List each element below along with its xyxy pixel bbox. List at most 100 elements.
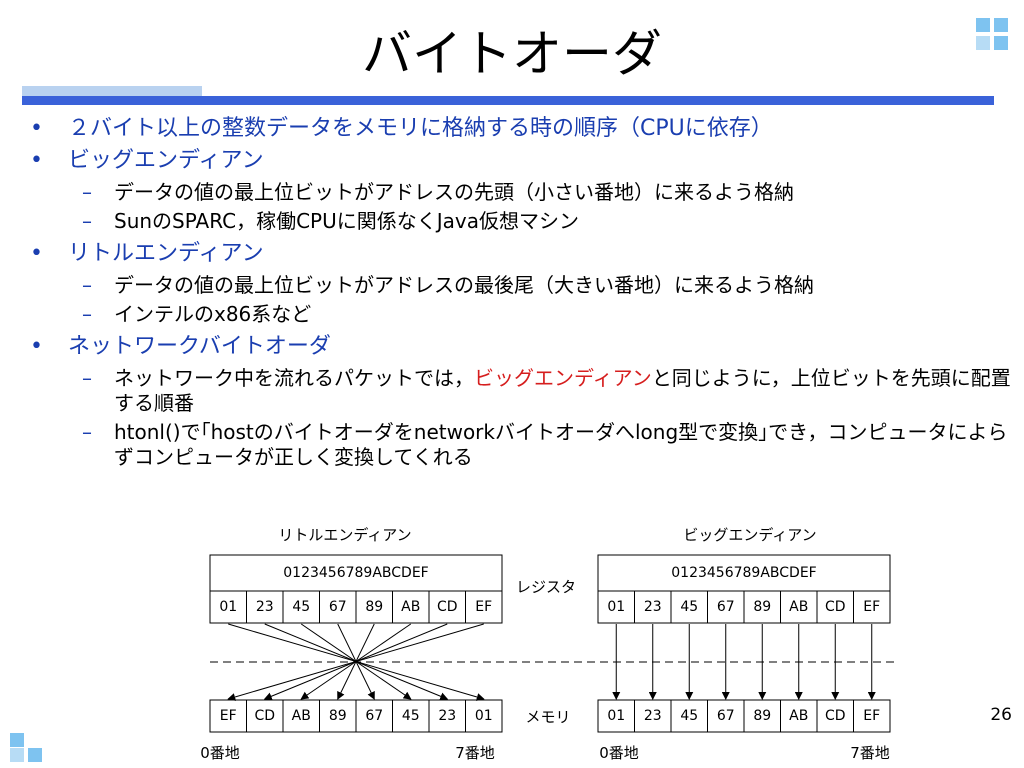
bullet-text: ネットワークバイトオーダ bbox=[68, 334, 331, 359]
sub-item: –ネットワーク中を流れるパケットでは，ビッグエンディアンと同じように，上位ビット… bbox=[68, 366, 1015, 416]
big-register-byte: AB bbox=[789, 599, 808, 615]
little-memory-byte: 89 bbox=[329, 708, 347, 724]
big-register-byte: 01 bbox=[607, 599, 625, 615]
big-register-cell bbox=[597, 590, 635, 624]
big-register-cell bbox=[780, 590, 818, 624]
little-register-byte: 01 bbox=[219, 599, 237, 615]
bullet-list: • ２バイト以上の整数データをメモリに格納する時の順序（CPUに依存） • ビッ… bbox=[30, 113, 1015, 474]
memory-label: メモリ bbox=[525, 708, 570, 726]
big-register-byte: EF bbox=[863, 599, 880, 615]
little-memory-cell bbox=[465, 699, 503, 733]
little-memory-cell bbox=[428, 699, 466, 733]
register-label: レジスタ bbox=[516, 578, 576, 596]
big-memory-byte: EF bbox=[863, 708, 880, 724]
sub-item-text: ネットワーク中を流れるパケットでは， bbox=[114, 366, 474, 390]
big-register-cell bbox=[634, 590, 672, 624]
little-register-cell bbox=[209, 590, 247, 624]
address-end-little: 7番地 bbox=[455, 744, 495, 762]
deco-square bbox=[28, 748, 42, 762]
big-memory-cell bbox=[597, 699, 635, 733]
sub-item-text: データの値の最上位ビットがアドレスの先頭（小さい番地）に来るよう格納 bbox=[114, 180, 794, 204]
bullet-item: • ネットワークバイトオーダ – ネットワーク中を流れるパケットでは，ビッグエンデ… bbox=[30, 331, 1015, 470]
bullet-item: • ビッグエンディアン –データの値の最上位ビットがアドレスの先頭（小さい番地）… bbox=[30, 145, 1015, 234]
deco-square bbox=[994, 36, 1008, 50]
little-memory-cell bbox=[319, 699, 357, 733]
title-underline-accent bbox=[22, 86, 202, 96]
little-endian-title: リトルエンディアン bbox=[278, 526, 411, 544]
sub-item: –データの値の最上位ビットがアドレスの先頭（小さい番地）に来るよう格納 bbox=[68, 180, 1015, 205]
little-memory-cell bbox=[246, 699, 284, 733]
big-memory-byte: 45 bbox=[680, 708, 698, 724]
sub-item: –SunのSPARC，稼働CPUに関係なくJava仮想マシン bbox=[68, 209, 1015, 234]
deco-square bbox=[10, 748, 24, 762]
bullet-text: ２バイト以上の整数データをメモリに格納する時の順序（CPUに依存） bbox=[68, 116, 773, 141]
sub-item-text: htonl()で｢hostのバイトオーダをnetworkバイトオーダへlong型… bbox=[114, 420, 1008, 469]
little-register-cell bbox=[282, 590, 320, 624]
big-register-byte: CD bbox=[825, 599, 846, 615]
deco-square bbox=[976, 36, 990, 50]
little-memory-cell bbox=[282, 699, 320, 733]
address-start-little: 0番地 bbox=[200, 744, 240, 762]
sub-item-text: と同じように，上位ビットを先頭に配置する順番 bbox=[114, 366, 1011, 415]
bullet-dot-icon: • bbox=[30, 116, 43, 141]
sub-item: –データの値の最上位ビットがアドレスの最後尾（大きい番地）に来るよう格納 bbox=[68, 273, 1015, 298]
bullet-dot-icon: • bbox=[30, 334, 43, 359]
sub-list: –データの値の最上位ビットがアドレスの最後尾（大きい番地）に来るよう格納 –イン… bbox=[68, 273, 1015, 327]
big-register-cell bbox=[816, 590, 854, 624]
big-memory-byte: 67 bbox=[717, 708, 735, 724]
big-register-byte: 45 bbox=[680, 599, 698, 615]
dash-icon: – bbox=[82, 209, 92, 233]
little-register-value: 0123456789ABCDEF bbox=[283, 565, 428, 581]
big-memory-byte: 23 bbox=[644, 708, 662, 724]
little-memory-byte: CD bbox=[254, 708, 275, 724]
big-memory-byte: 01 bbox=[607, 708, 625, 724]
dash-icon: – bbox=[82, 302, 92, 326]
little-register-cell bbox=[355, 590, 393, 624]
bullet-item: • リトルエンディアン –データの値の最上位ビットがアドレスの最後尾（大きい番地… bbox=[30, 238, 1015, 327]
big-memory-byte: AB bbox=[789, 708, 808, 724]
big-register-cell bbox=[853, 590, 891, 624]
little-memory-byte: EF bbox=[220, 708, 237, 724]
dash-icon: – bbox=[82, 180, 92, 204]
big-register-byte: 67 bbox=[717, 599, 735, 615]
little-register-byte: CD bbox=[437, 599, 458, 615]
big-register-byte: 89 bbox=[753, 599, 771, 615]
big-memory-byte: CD bbox=[825, 708, 846, 724]
big-memory-cell bbox=[743, 699, 781, 733]
little-memory-byte: 01 bbox=[475, 708, 493, 724]
little-register-byte: 23 bbox=[256, 599, 274, 615]
little-memory-byte: 23 bbox=[438, 708, 456, 724]
little-register-byte: 45 bbox=[292, 599, 310, 615]
dash-icon: – bbox=[82, 420, 92, 444]
little-register-byte: EF bbox=[475, 599, 492, 615]
sub-list: – ネットワーク中を流れるパケットでは，ビッグエンディアンと同じように，上位ビット… bbox=[68, 366, 1015, 470]
little-register-cell bbox=[319, 590, 357, 624]
little-register-cell bbox=[246, 590, 284, 624]
sub-item-text: SunのSPARC，稼働CPUに関係なくJava仮想マシン bbox=[114, 209, 579, 233]
sub-item: –htonl()で｢hostのバイトオーダをnetworkバイトオーダへlong… bbox=[68, 420, 1015, 470]
big-register-value: 0123456789ABCDEF bbox=[671, 565, 816, 581]
page-number: 26 bbox=[990, 705, 1012, 725]
big-register-byte: 23 bbox=[644, 599, 662, 615]
title-underline bbox=[22, 96, 994, 105]
big-register-cell bbox=[670, 590, 708, 624]
little-register-byte: AB bbox=[401, 599, 420, 615]
little-arrow bbox=[227, 623, 484, 701]
bullet-text: ビッグエンディアン bbox=[68, 148, 264, 173]
deco-square bbox=[976, 18, 990, 32]
slide-title: バイトオーダ bbox=[362, 25, 662, 83]
big-memory-cell bbox=[780, 699, 818, 733]
big-memory-cell bbox=[853, 699, 891, 733]
bullet-dot-icon: • bbox=[30, 241, 43, 266]
little-memory-byte: 67 bbox=[365, 708, 383, 724]
bullet-item: • ２バイト以上の整数データをメモリに格納する時の順序（CPUに依存） bbox=[30, 113, 1015, 145]
deco-square bbox=[10, 733, 24, 747]
highlight-text: ビッグエンディアン bbox=[474, 366, 652, 390]
deco-square bbox=[994, 18, 1008, 32]
little-memory-byte: AB bbox=[292, 708, 311, 724]
little-register-box bbox=[209, 554, 503, 592]
bullet-text: リトルエンディアン bbox=[68, 241, 264, 266]
bullet-dot-icon: • bbox=[30, 148, 43, 173]
big-memory-cell bbox=[634, 699, 672, 733]
